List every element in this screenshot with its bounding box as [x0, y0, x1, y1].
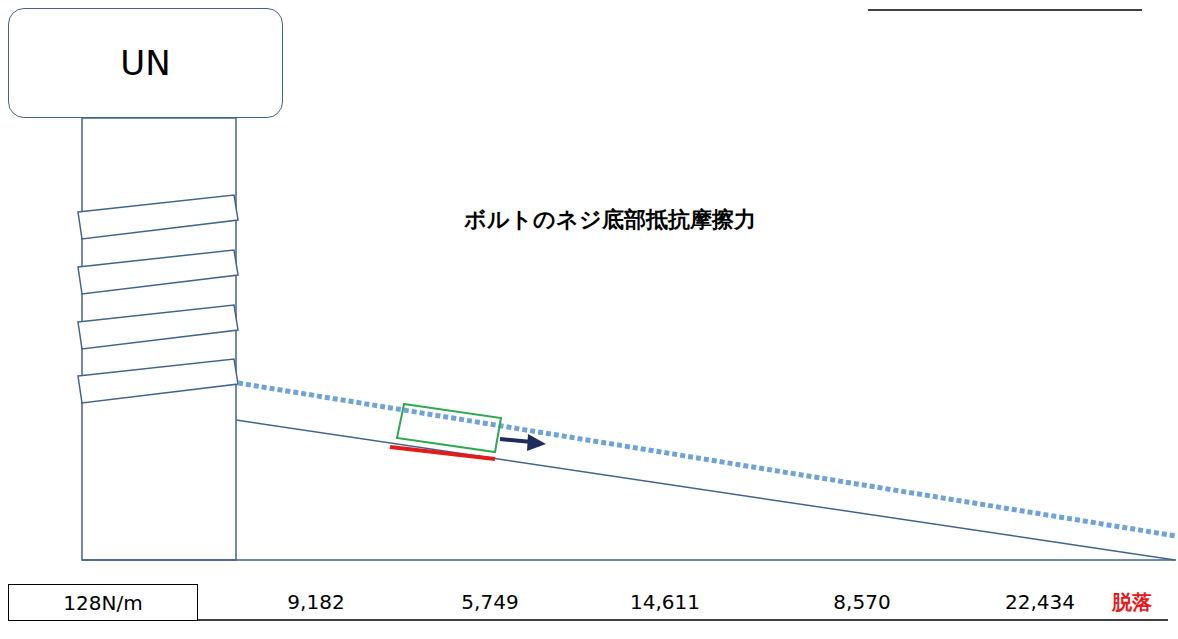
thread-turn — [78, 359, 238, 403]
force-arrow — [500, 439, 532, 442]
diagram-title: ボルトのネジ底部抵抗摩擦力 — [464, 205, 756, 235]
table-rule — [198, 619, 1168, 621]
value-cell: 5,749 — [461, 590, 518, 614]
node-text: 128N/m — [63, 591, 142, 615]
screw-thread — [78, 195, 238, 403]
top-rule — [868, 9, 1142, 11]
value-cell: 9,182 — [287, 590, 344, 614]
friction-surface — [390, 447, 495, 459]
value-cell: 14,611 — [630, 590, 700, 614]
thread-turn — [78, 250, 238, 294]
dotted-path — [238, 383, 1176, 536]
thread-turn — [78, 195, 238, 239]
base-line — [82, 559, 1176, 561]
arrow-head — [527, 434, 546, 451]
thread-turn — [78, 305, 238, 349]
slope-line — [236, 420, 1175, 560]
node-text: UN — [120, 43, 170, 83]
bolt-head: UN — [8, 8, 283, 118]
unit-cell: 128N/m — [8, 584, 198, 621]
sliding-block — [397, 404, 501, 452]
value-cell: 22,434 — [1005, 590, 1075, 614]
value-cell: 8,570 — [833, 590, 890, 614]
value-cell: 脱落 — [1112, 589, 1152, 616]
